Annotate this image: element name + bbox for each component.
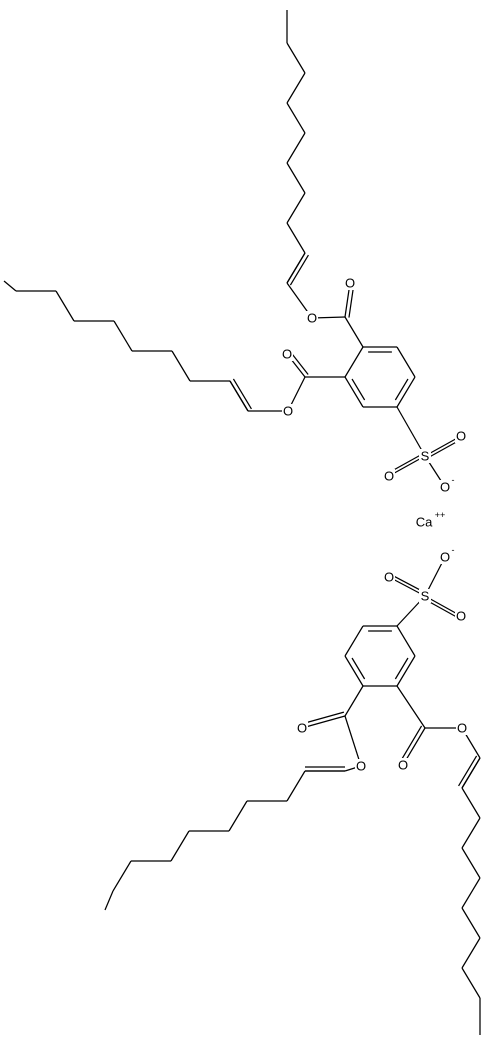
- bond-line-65: [300, 711, 345, 725]
- bond-line-37: [55, 290, 75, 322]
- atom-label-s-upper: S: [421, 449, 430, 464]
- atom-label-o-carbonyl-lower-a: O: [297, 721, 307, 736]
- bond-line-87: [461, 847, 481, 879]
- bond-line-2: [396, 346, 416, 378]
- bond-line-50: [396, 655, 416, 687]
- bond-line-20: [286, 102, 306, 134]
- bond-line-55: [394, 657, 409, 680]
- bond-line-81: [399, 725, 423, 764]
- bond-line-41: [232, 378, 252, 410]
- label-mask: [355, 759, 367, 773]
- bond-line-73: [170, 830, 190, 862]
- bond-line-3: [396, 376, 416, 408]
- atom-label-o-sulfonyl-lower-a: O: [384, 570, 394, 585]
- bond-line-90: [461, 937, 481, 969]
- atom-label-o-ester-lower-a: O: [356, 759, 366, 774]
- bond-line-94: [458, 755, 478, 787]
- atom-label-o-carbonyl-upper-a: O: [345, 276, 355, 291]
- atom-label-o-sulfonyl-lower-b: O: [456, 609, 466, 624]
- label-mask: [456, 721, 468, 735]
- bond-line-56: [351, 657, 366, 680]
- bond-line-39: [3, 280, 17, 292]
- bond-line-22: [286, 42, 306, 74]
- atom-label-o-carbonyl-upper-b: O: [282, 347, 292, 362]
- bond-line-10: [344, 316, 364, 348]
- bond-line-63: [344, 685, 364, 717]
- atom-label-o-carbonyl-lower-b: O: [398, 758, 408, 773]
- charge-label-anion-lower: -: [452, 545, 455, 555]
- bond-line-76: [104, 890, 114, 911]
- charge-label-calcium: ++: [435, 510, 446, 520]
- bond-line-9: [351, 378, 366, 401]
- bond-line-69: [286, 770, 306, 802]
- label-mask: [306, 311, 318, 325]
- bond-line-79: [396, 685, 426, 729]
- bond-line-89: [461, 907, 481, 939]
- bond-line-40: [229, 380, 249, 412]
- bond-line-35: [113, 320, 133, 352]
- label-mask: [282, 404, 294, 418]
- label-mask: [419, 589, 431, 603]
- label-masks: [281, 276, 468, 773]
- atom-label-calcium: Ca: [416, 515, 433, 530]
- bond-line-88: [461, 877, 481, 909]
- label-mask: [383, 469, 395, 483]
- bond-line-93: [461, 757, 481, 789]
- bond-line-21: [286, 72, 306, 104]
- bond-line-16: [286, 222, 306, 254]
- bond-line-64: [301, 715, 346, 729]
- label-mask: [397, 758, 409, 772]
- label-mask: [296, 721, 308, 735]
- bond-line-18: [286, 162, 306, 194]
- label-mask: [439, 550, 451, 564]
- label-mask: [455, 429, 467, 443]
- bond-line-86: [461, 817, 481, 849]
- label-mask: [344, 276, 356, 290]
- bond-line-28: [289, 351, 309, 375]
- label-mask: [455, 609, 467, 623]
- bond-line-19: [286, 132, 306, 164]
- label-mask: [383, 570, 395, 584]
- label-mask: [281, 347, 293, 361]
- bond-line-33: [171, 350, 191, 382]
- bond-line-49: [396, 625, 416, 657]
- atom-label-o-anion-upper: O: [440, 480, 450, 495]
- bond-line-66: [344, 715, 362, 767]
- bond-line-8: [394, 378, 409, 401]
- atom-label-o-ester-upper-a: O: [307, 311, 317, 326]
- label-mask: [439, 480, 451, 494]
- atom-label-o-ester-upper-b: O: [283, 404, 293, 419]
- bond-line-6: [344, 346, 364, 378]
- atom-label-s-lower: S: [421, 589, 430, 604]
- bond-line-24: [286, 252, 306, 284]
- atom-label-o-sulfonyl-upper-a: O: [456, 429, 466, 444]
- bond-line-53: [344, 625, 364, 657]
- bond-line-25: [289, 254, 309, 286]
- atom-label-o-anion-lower: O: [440, 550, 450, 565]
- atom-label-o-ester-lower-b: O: [457, 721, 467, 736]
- bond-line-17: [286, 192, 306, 224]
- atom-label-o-sulfonyl-upper-b: O: [384, 469, 394, 484]
- bond-line-71: [228, 800, 248, 832]
- label-mask: [419, 449, 431, 463]
- charge-label-anion-upper: -: [452, 475, 455, 485]
- bond-line-75: [112, 860, 132, 892]
- bond-line-91: [461, 967, 481, 999]
- bond-line-52: [344, 655, 364, 687]
- bond-lines: [3, 10, 481, 1035]
- bond-line-85: [461, 787, 481, 819]
- bond-line-42: [396, 406, 426, 457]
- bond-line-5: [344, 376, 364, 408]
- atom-labels: O O O O S O O O - Ca ++ O - O S O O O O …: [282, 276, 467, 774]
